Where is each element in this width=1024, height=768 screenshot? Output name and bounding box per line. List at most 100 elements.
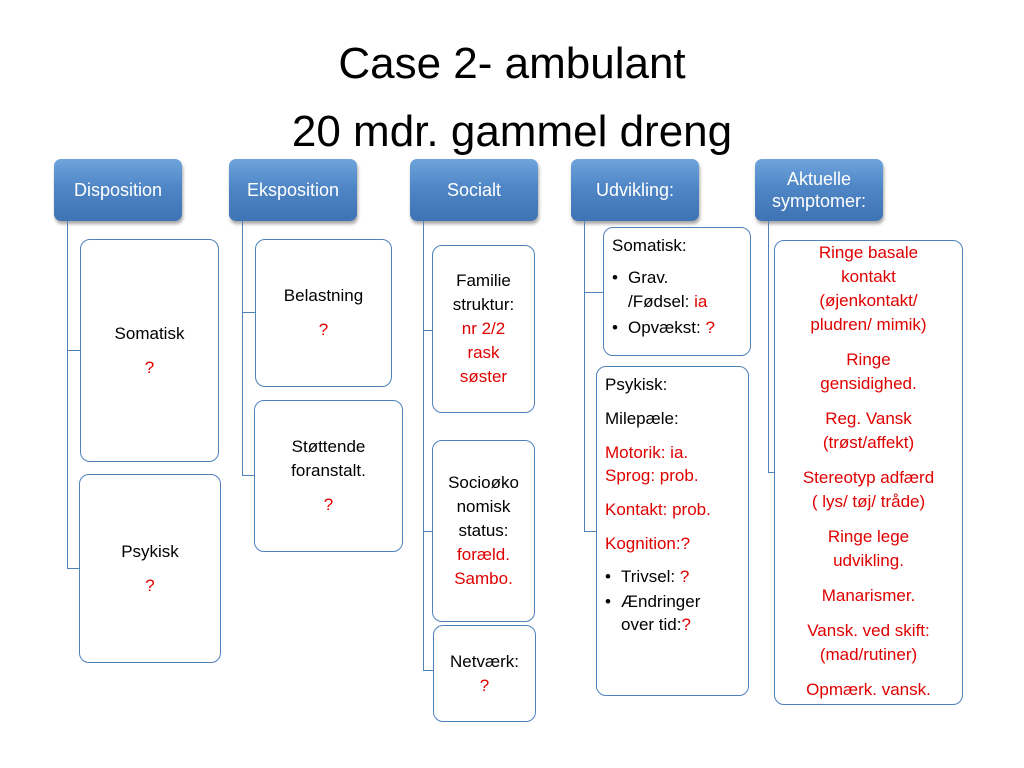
connector-eksposition-belastning	[242, 312, 255, 313]
header-eksposition: Eksposition	[229, 159, 357, 221]
slide-title-line-1: Case 2- ambulant	[338, 39, 686, 88]
disposition-somatisk-box: Somatisk ?	[80, 239, 219, 462]
symptom-line: udvikling.	[833, 551, 904, 570]
socialt-familie-value-2: rask	[467, 343, 500, 362]
header-aktuelle: Aktuelle symptomer:	[755, 159, 883, 221]
header-aktuelle-label-1: Aktuelle	[786, 169, 852, 189]
header-eksposition-label: Eksposition	[246, 180, 340, 200]
connector-udvikling-somatisk	[584, 292, 603, 293]
udvikling-psykisk-aendringer-label-a: Ændringer	[621, 592, 701, 611]
eksposition-stoettende-label-2: foranstalt.	[291, 461, 366, 480]
udvikling-psykisk-sprog: Sprog: prob.	[605, 466, 699, 485]
bullet-icon: •	[612, 268, 618, 287]
disposition-psykisk-label: Psykisk	[121, 541, 179, 561]
eksposition-belastning-label: Belastning	[283, 286, 364, 305]
udvikling-psykisk-heading: Psykisk:	[605, 375, 668, 394]
socialt-netvaerk-value: ?	[479, 675, 490, 695]
symptom-line: Reg. Vansk	[825, 409, 912, 428]
connector-eksposition-stoettende	[242, 475, 254, 476]
disposition-psykisk-box: Psykisk ?	[79, 474, 221, 663]
udvikling-psykisk-aendringer: • Ændringer over tid:?	[605, 590, 740, 636]
udvikling-psykisk-box: Psykisk: Milepæle: Motorik: ia. Sprog: p…	[596, 366, 749, 696]
socialt-socio-box: Socioøko nomisk status: foræld. Sambo.	[432, 440, 535, 622]
connector-socialt-familie	[423, 330, 432, 331]
udvikling-psykisk-aendringer-value: ?	[681, 615, 691, 634]
header-socialt: Socialt	[410, 159, 538, 221]
connector-aktuelle-symptomer	[768, 472, 774, 473]
connector-udvikling-psykisk	[584, 531, 596, 532]
eksposition-stoettende-value: ?	[323, 495, 334, 514]
socialt-netvaerk-box: Netværk: ?	[433, 625, 536, 722]
symptom-line: (trøst/affekt)	[822, 433, 915, 452]
udvikling-psykisk-aendringer-label-b: over tid:	[621, 615, 682, 634]
udvikling-psykisk-milepaele: Milepæle:	[605, 409, 679, 428]
header-udvikling: Udvikling:	[571, 159, 699, 221]
udvikling-somatisk-item-1-value: ia	[694, 292, 708, 311]
connector-disposition-psykisk	[67, 568, 79, 569]
connector-socialt	[423, 221, 424, 670]
socialt-netvaerk-label: Netværk:	[450, 651, 519, 671]
symptom-line: kontakt	[841, 267, 896, 286]
socialt-socio-label-1: Socioøko	[448, 473, 519, 492]
bullet-icon: •	[605, 592, 611, 611]
socialt-familie-label-1: Familie	[456, 271, 511, 290]
header-aktuelle-label-2: symptomer:	[771, 191, 867, 211]
symptom-line: Vansk. ved skift:	[807, 621, 930, 640]
header-socialt-label: Socialt	[446, 180, 502, 200]
symptom-line: Opmærk. vansk.	[806, 680, 931, 699]
connector-socialt-socio	[423, 531, 432, 532]
socialt-familie-box: Familie struktur: nr 2/2 rask søster	[432, 245, 535, 413]
udvikling-psykisk-trivsel-value: ?	[679, 567, 690, 586]
eksposition-stoettende-label-1: Støttende	[291, 437, 366, 456]
socialt-socio-value-2: Sambo.	[454, 569, 513, 588]
aktuelle-symptomer-box: Ringe basale kontakt (øjenkontakt/ pludr…	[774, 240, 963, 705]
udvikling-somatisk-item-1-label-a: Grav.	[628, 268, 669, 287]
udvikling-somatisk-item-2-value: ?	[705, 318, 715, 337]
connector-socialt-netvaerk	[423, 670, 433, 671]
udvikling-somatisk-box: Somatisk: • Grav. /Fødsel: ia • Opvækst:…	[603, 227, 751, 356]
udvikling-psykisk-motorik: Motorik: ia.	[605, 443, 689, 462]
disposition-psykisk-value: ?	[145, 575, 155, 595]
socialt-familie-label-2: struktur:	[452, 295, 515, 314]
udvikling-psykisk-trivsel: • Trivsel: ?	[605, 565, 740, 588]
eksposition-belastning-value: ?	[318, 320, 329, 339]
socialt-socio-label-2: nomisk	[456, 497, 511, 516]
eksposition-stoettende-box: Støttende foranstalt. ?	[254, 400, 403, 552]
udvikling-somatisk-heading: Somatisk:	[612, 236, 687, 255]
bullet-icon: •	[612, 318, 618, 337]
udvikling-psykisk-kognition: Kognition:?	[605, 534, 691, 553]
header-udvikling-label: Udvikling:	[595, 180, 675, 200]
symptom-line: Ringe basale	[818, 243, 919, 262]
connector-udvikling	[584, 221, 585, 531]
socialt-socio-value-1: foræld.	[457, 545, 510, 564]
symptom-line: pludren/ mimik)	[810, 315, 927, 334]
udvikling-somatisk-item-2: • Opvækst: ?	[612, 316, 742, 340]
disposition-somatisk-value: ?	[144, 357, 155, 377]
symptom-line: Ringe lege	[827, 527, 910, 546]
disposition-somatisk-label: Somatisk	[114, 323, 185, 343]
eksposition-belastning-box: Belastning ?	[255, 239, 392, 387]
header-disposition-label: Disposition	[73, 180, 163, 200]
symptom-line: ( lys/ tøj/ tråde)	[811, 492, 926, 511]
symptom-line: (mad/rutiner)	[819, 645, 918, 664]
symptom-line: (øjenkontakt/	[819, 291, 918, 310]
socialt-familie-value-1: nr 2/2	[461, 319, 506, 338]
connector-aktuelle	[768, 221, 769, 472]
udvikling-psykisk-kontakt: Kontakt: prob.	[605, 500, 711, 519]
bullet-icon: •	[605, 567, 611, 586]
udvikling-somatisk-item-2-label: Opvækst:	[628, 318, 706, 337]
symptom-line: Stereotyp adfærd	[802, 468, 935, 487]
connector-eksposition	[242, 221, 243, 475]
symptom-line: gensidighed.	[820, 374, 917, 393]
udvikling-somatisk-item-1-label-b: /Fødsel:	[628, 292, 695, 311]
slide-title-line-2: 20 mdr. gammel dreng	[291, 107, 733, 156]
socialt-familie-value-3: søster	[459, 367, 508, 386]
symptom-line: Manarismer.	[821, 586, 916, 605]
symptom-line: Ringe	[846, 350, 891, 369]
connector-disposition-somatisk	[67, 350, 80, 351]
connector-disposition	[67, 221, 68, 568]
udvikling-somatisk-item-1: • Grav. /Fødsel: ia	[612, 266, 742, 314]
udvikling-psykisk-trivsel-label: Trivsel:	[621, 567, 680, 586]
socialt-socio-label-3: status:	[458, 521, 509, 540]
header-disposition: Disposition	[54, 159, 182, 221]
